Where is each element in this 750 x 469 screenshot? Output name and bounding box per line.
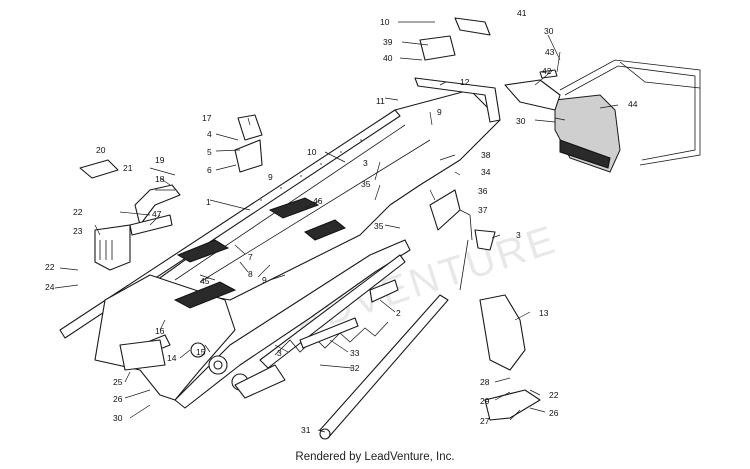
callout: 3 <box>516 230 521 240</box>
callout: 31 <box>301 425 311 435</box>
callout: 30 <box>516 116 526 126</box>
callout: 30 <box>544 26 554 36</box>
callout: 5 <box>207 147 212 157</box>
callout: 40 <box>383 53 393 63</box>
callout: 23 <box>73 226 83 236</box>
callout: 36 <box>478 186 488 196</box>
callout: 46 <box>313 196 323 206</box>
callout: 34 <box>481 167 491 177</box>
callout: 12 <box>460 77 470 87</box>
callout: 24 <box>45 282 55 292</box>
callout: 35 <box>374 221 384 231</box>
callout: 44 <box>628 99 638 109</box>
callout: 9 <box>268 172 273 182</box>
callout: 39 <box>383 37 393 47</box>
callout: 2 <box>396 308 401 318</box>
callout: 15 <box>196 347 206 357</box>
callout: 27 <box>480 416 490 426</box>
rear-bumper-assembly <box>504 59 701 173</box>
callout: 41 <box>517 8 527 18</box>
callout: 1 <box>206 197 211 207</box>
callout: 35 <box>361 179 371 189</box>
callout: 8 <box>248 269 253 279</box>
callout: 26 <box>113 394 123 404</box>
callout: 4 <box>207 129 212 139</box>
callout: 45 <box>200 276 210 286</box>
callout-labels: 10 41 39 40 30 43 42 44 12 11 9 17 4 5 6… <box>45 8 638 435</box>
callout: 11 <box>376 96 385 106</box>
callout: 13 <box>539 308 549 318</box>
callout: 18 <box>155 174 165 184</box>
callout: 22 <box>45 262 55 272</box>
callout: 22 <box>549 390 559 400</box>
callout: 3 <box>277 348 282 358</box>
callout: 42 <box>542 66 552 76</box>
callout: 10 <box>307 147 317 157</box>
callout: 32 <box>350 363 360 373</box>
leader-lines <box>54 21 619 433</box>
callout: 22 <box>73 207 83 217</box>
callout: 6 <box>207 165 212 175</box>
callout: 14 <box>167 353 177 363</box>
callout: 33 <box>350 348 360 358</box>
callout: 7 <box>248 252 253 262</box>
callout: 9 <box>437 107 442 117</box>
callout: 26 <box>549 408 559 418</box>
right-parts <box>299 189 541 440</box>
callout: 25 <box>113 377 123 387</box>
brackets-top <box>414 17 558 123</box>
callout: 19 <box>155 155 165 165</box>
callout: 3 <box>363 158 368 168</box>
callout: 10 <box>380 17 390 27</box>
callout: 20 <box>96 145 106 155</box>
callout: 38 <box>481 150 491 160</box>
callout: 30 <box>113 413 123 423</box>
callout: 43 <box>545 47 555 57</box>
left-parts <box>79 114 263 371</box>
callout: 37 <box>478 205 488 215</box>
callout: 29 <box>480 396 490 406</box>
callout: 16 <box>155 326 165 336</box>
callout: 21 <box>123 163 133 173</box>
callout: 17 <box>202 113 212 123</box>
credit-line: Rendered by LeadVenture, Inc. <box>295 451 455 463</box>
callout: 9 <box>262 275 267 285</box>
callout: 47 <box>152 209 162 219</box>
callout: 28 <box>480 377 490 387</box>
